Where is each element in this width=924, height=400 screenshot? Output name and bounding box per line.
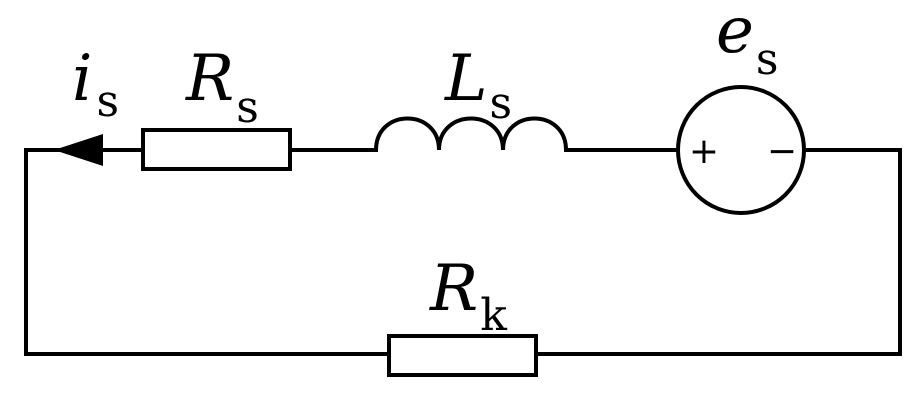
source-plus-sign: + xyxy=(689,131,719,172)
current-arrow-icon xyxy=(54,134,103,166)
circuit-wires xyxy=(24,148,902,356)
inductor-coil xyxy=(373,116,569,153)
source-resistor xyxy=(141,128,292,171)
voltage-source-label: es xyxy=(716,0,778,85)
source-resistor-label: Rs xyxy=(185,42,259,133)
source-minus-sign: − xyxy=(767,131,797,172)
load-resistor-label: Rk xyxy=(429,252,507,341)
current-label: is xyxy=(72,42,119,127)
inductor-label: Ls xyxy=(444,42,512,129)
load-resistor xyxy=(387,334,538,377)
voltage-source xyxy=(676,85,806,215)
